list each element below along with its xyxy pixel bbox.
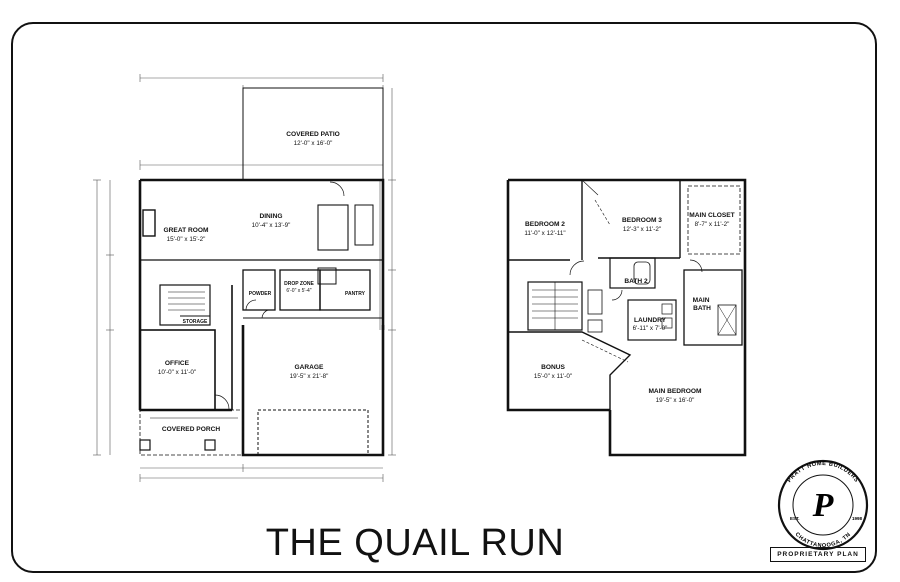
covered-patio-label: COVERED PATIO: [286, 131, 340, 138]
bedroom-3-label: BEDROOM 3: [622, 217, 662, 224]
dining-size: 10'-4" x 13'-9": [252, 222, 291, 229]
pantry-label: PANTRY: [345, 291, 366, 297]
second-floor-labels: BEDROOM 2 11'-0" x 12'-11" BEDROOM 3 12'…: [524, 212, 734, 404]
office-label: OFFICE: [165, 360, 190, 367]
main-bedroom-size: 19'-5" x 16'-0": [656, 397, 695, 404]
bedroom-2-size: 11'-0" x 12'-11": [524, 230, 565, 237]
main-closet-label: MAIN CLOSET: [689, 212, 734, 219]
drop-zone-size: 6'-0" x 5'-4": [286, 288, 311, 294]
dining-label: DINING: [259, 213, 282, 220]
covered-porch-label: COVERED PORCH: [162, 426, 220, 433]
bedroom-2-label: BEDROOM 2: [525, 221, 565, 228]
great-room-size: 15'-0" x 15'-2": [167, 236, 206, 243]
office-size: 10'-0" x 11'-0": [158, 369, 196, 376]
laundry-label: LAUNDRY: [634, 317, 667, 324]
builder-logo: PRATT HOME BUILDERS CHATTANOOGA, TN P ES…: [777, 459, 869, 551]
covered-patio-size: 12'-0" x 16'-0": [294, 140, 333, 147]
plan-title: THE QUAIL RUN: [265, 522, 565, 564]
bonus-label: BONUS: [541, 364, 565, 371]
bedroom-3-size: 12'-3" x 11'-2": [623, 226, 661, 233]
first-floor-labels: COVERED PATIO 12'-0" x 16'-0" GREAT ROOM…: [158, 131, 366, 433]
sheet-border: [11, 22, 877, 573]
main-closet-size: 8'-7" x 11'-2": [695, 221, 730, 228]
garage-size: 19'-5" x 21'-8": [290, 373, 329, 380]
logo-est-label: EST.: [790, 516, 800, 521]
laundry-size: 6'-11" x 7'-0": [633, 325, 668, 332]
logo-monogram: P: [812, 487, 834, 524]
logo-outer-ring: [777, 459, 869, 551]
storage-label: STORAGE: [183, 319, 208, 325]
second-floor-walls: [506, 178, 747, 457]
main-bath-label-line1: MAIN: [693, 297, 710, 304]
logo-est-year: 1998: [852, 516, 863, 521]
first-floor-dimensions: [93, 74, 396, 482]
powder-label: POWDER: [249, 291, 272, 297]
first-floor-walls: [138, 87, 385, 457]
bath-2-label: BATH 2: [624, 278, 648, 285]
proprietary-plan-label: PROPRIETARY PLAN: [770, 547, 866, 562]
drop-zone-label: DROP ZONE: [284, 281, 314, 287]
logo-ring-text-top: PRATT HOME BUILDERS: [787, 461, 860, 484]
main-bedroom-label: MAIN BEDROOM: [648, 388, 702, 395]
logo-inner-ring: [792, 474, 854, 536]
bonus-size: 15'-0" x 11'-0": [534, 373, 572, 380]
main-bath-label: MAIN BATH: [693, 297, 712, 312]
main-bath-label-line2: BATH: [693, 305, 711, 312]
garage-label: GARAGE: [295, 364, 325, 371]
great-room-label: GREAT ROOM: [164, 227, 209, 234]
